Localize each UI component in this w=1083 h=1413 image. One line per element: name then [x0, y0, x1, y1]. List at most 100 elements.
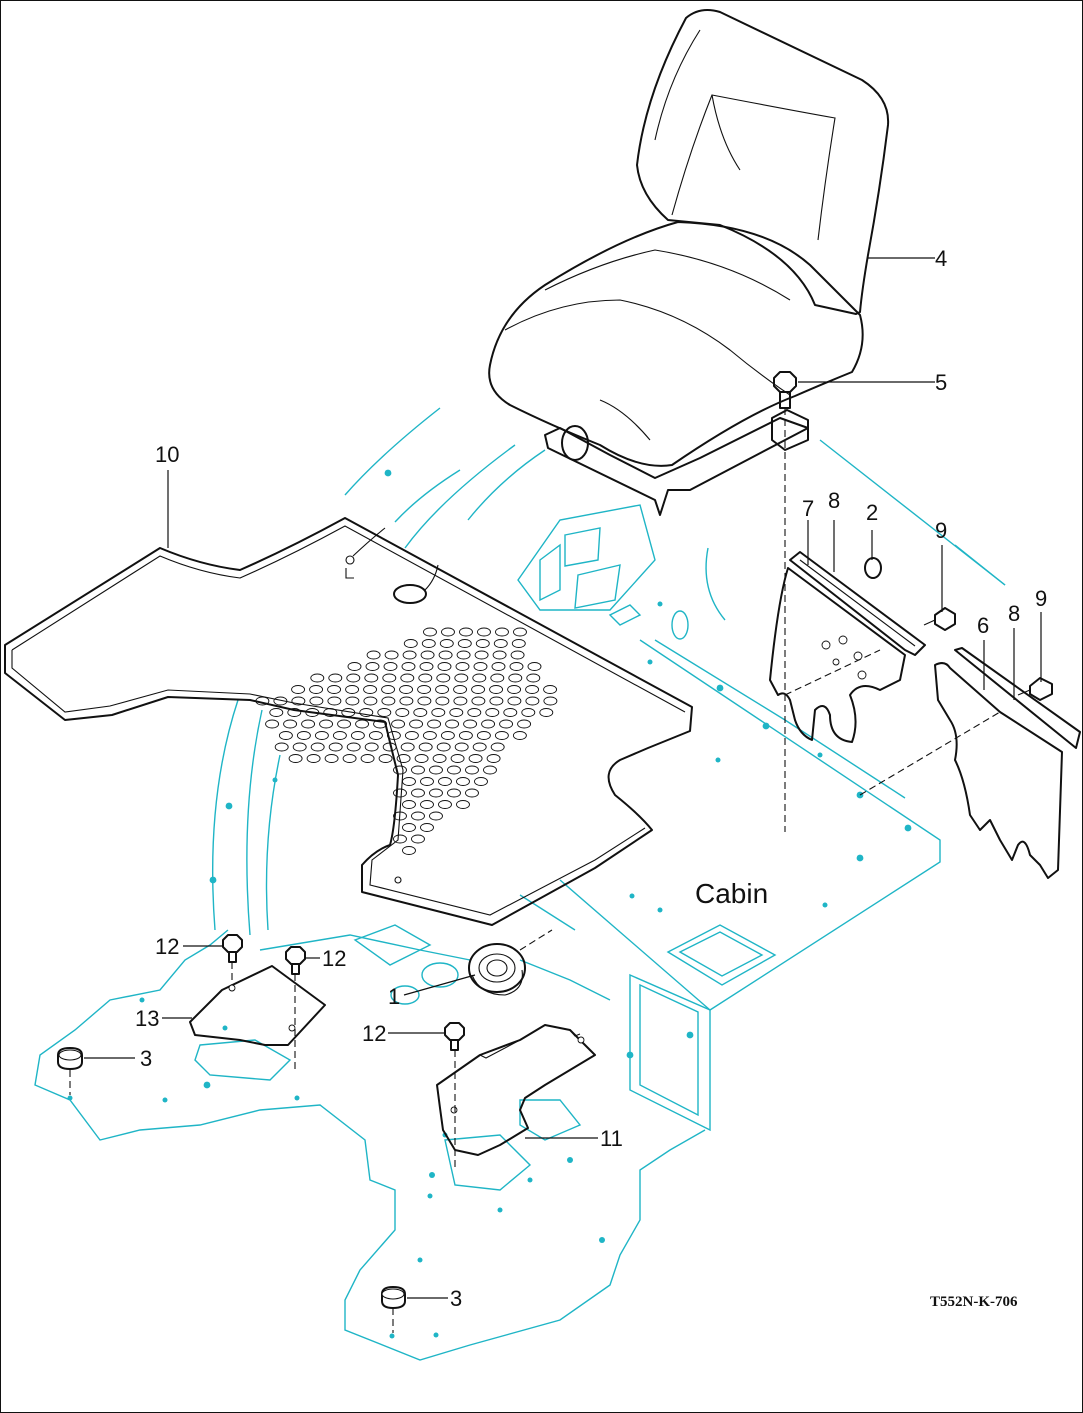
mat-hole	[328, 742, 343, 752]
mat-hole	[456, 777, 470, 786]
mat-hole	[420, 800, 434, 809]
left-side-cover	[769, 551, 956, 743]
mat-hole	[309, 696, 324, 706]
mat-hole	[332, 731, 347, 740]
mat-hole	[403, 639, 418, 648]
mat-hole	[402, 777, 416, 786]
mat-hole	[526, 673, 541, 683]
mat-hole	[310, 742, 325, 752]
callout-right-cover: 6	[977, 613, 989, 638]
mat-hole	[457, 639, 472, 648]
mat-hole	[511, 639, 526, 648]
mat-hole	[436, 742, 451, 752]
mat-hole	[373, 719, 388, 729]
mat-hole	[489, 696, 504, 706]
mat-hole	[441, 627, 455, 637]
mat-hole	[400, 742, 415, 752]
cabin-bolt-holes	[67, 469, 912, 1339]
mat-hole	[274, 742, 289, 752]
mat-hole	[438, 650, 453, 660]
mat-hole	[377, 708, 392, 717]
mat-hole	[435, 696, 450, 706]
mat-hole	[363, 685, 378, 694]
callout-seat: 4	[935, 246, 947, 271]
mat-hole	[301, 719, 316, 729]
callout-bolt-b: 12	[322, 946, 346, 971]
mat-hole	[525, 696, 540, 706]
operator-seat	[488, 9, 890, 516]
mat-hole	[459, 627, 473, 637]
mat-hole	[489, 685, 504, 694]
mat-hole	[399, 685, 414, 694]
mat-hole	[539, 708, 554, 717]
mat-hole	[429, 788, 443, 798]
mat-hole	[474, 777, 488, 786]
mat-hole	[449, 708, 464, 717]
cabin-label: Cabin	[695, 878, 768, 909]
mat-hole	[472, 742, 487, 752]
mat-hole	[473, 662, 488, 671]
mat-hole	[418, 742, 433, 752]
mat-hole	[395, 708, 410, 717]
mat-hole	[409, 719, 424, 729]
mat-hole	[543, 685, 558, 694]
mat-hole	[323, 708, 338, 717]
mat-hole	[346, 742, 361, 752]
mat-hole	[490, 673, 505, 683]
right-side-cover	[934, 647, 1081, 879]
callout-grommet: 1	[388, 984, 400, 1009]
mat-hole	[465, 765, 479, 775]
callout-plug-lower: 3	[450, 1286, 462, 1311]
mat-hole	[420, 650, 435, 660]
mat-hole	[421, 639, 436, 648]
mat-hole	[386, 731, 401, 740]
mat-hole	[265, 719, 280, 729]
callout-plug-upper: 3	[140, 1046, 152, 1071]
mat-hole	[283, 719, 298, 729]
callout-seat-bolt: 5	[935, 370, 947, 395]
mat-hole	[411, 834, 425, 844]
mat-hole	[383, 662, 398, 671]
callout-clip: 2	[866, 500, 878, 525]
mat-hole	[436, 673, 451, 683]
mat-hole	[391, 719, 406, 729]
mat-hole	[429, 765, 443, 775]
leader-lines	[84, 257, 1042, 1299]
mat-hole	[341, 708, 356, 717]
mat-hole	[483, 765, 497, 775]
mat-hole	[517, 719, 532, 729]
mat-hole	[431, 708, 446, 717]
callout-left-cover: 7	[802, 496, 814, 521]
mat-hole	[417, 685, 432, 694]
mat-hole	[447, 765, 461, 775]
mat-hole	[292, 742, 307, 752]
mat-hole	[365, 662, 380, 671]
mat-hole	[402, 800, 416, 809]
mat-hole	[418, 673, 433, 683]
mat-hole	[440, 731, 455, 740]
small-parts	[57, 371, 797, 1309]
mat-hole	[278, 731, 293, 740]
mat-hole	[360, 754, 375, 763]
mat-hole	[445, 719, 460, 729]
mat-perforation-pattern	[255, 627, 558, 855]
mat-hole	[393, 834, 407, 844]
mat-hole	[463, 719, 478, 729]
mat-hole	[465, 788, 479, 798]
mat-hole	[413, 708, 428, 717]
cabin-structure	[34, 407, 1006, 1361]
mat-hole	[378, 754, 393, 763]
mat-hole	[456, 650, 471, 660]
mat-hole	[543, 696, 558, 706]
mat-hole	[342, 754, 357, 763]
mat-hole	[328, 673, 343, 683]
mat-hole	[255, 696, 270, 706]
mat-hole	[503, 708, 518, 717]
mat-hole	[427, 719, 442, 729]
mat-hole	[471, 685, 486, 694]
mat-hole	[327, 685, 342, 694]
mat-hole	[485, 708, 500, 717]
mat-hole	[521, 708, 536, 717]
mat-hole	[324, 754, 339, 763]
